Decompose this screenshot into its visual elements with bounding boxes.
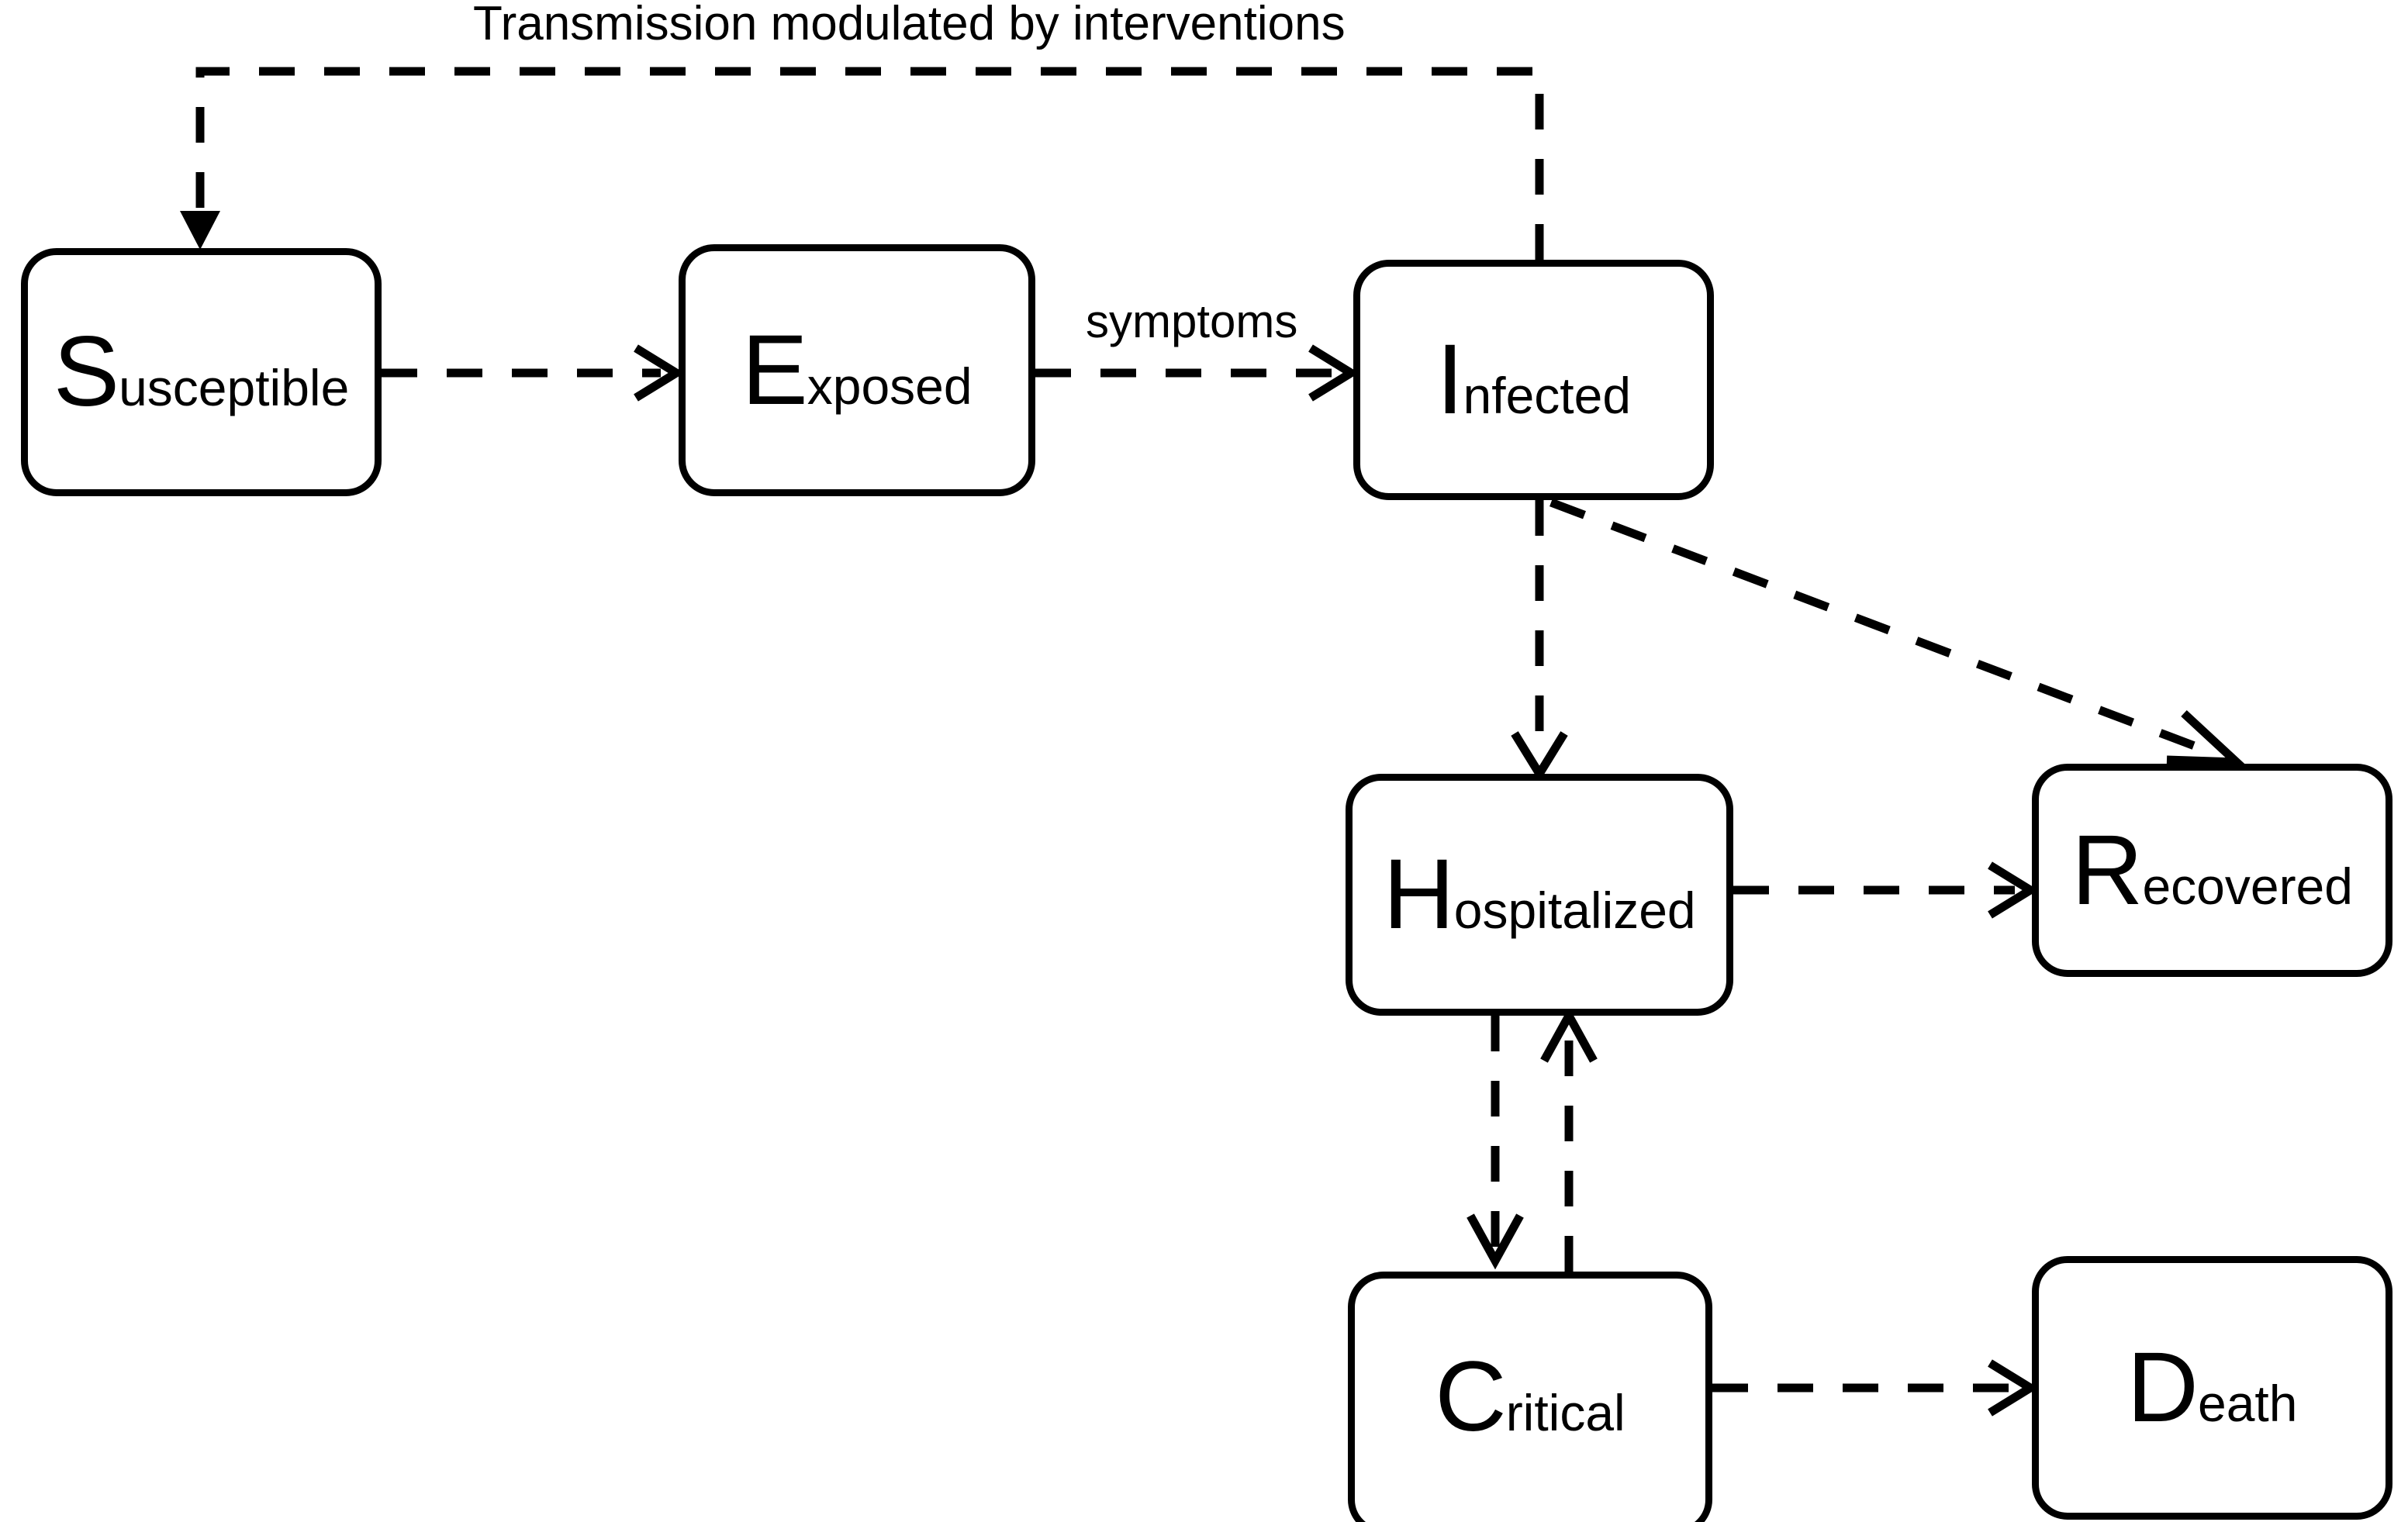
node-hospitalized[interactable]: Hospitalized (1346, 774, 1733, 1016)
edge-e-to-i-arrowhead (1308, 344, 1359, 402)
edge-i-to-r-line (1549, 498, 2223, 761)
edge-s-to-e-arrowhead (634, 344, 685, 402)
node-exposed[interactable]: Exposed (679, 244, 1035, 496)
node-critical-label: Critical (1435, 1348, 1625, 1447)
diagram-title: Transmission modulated by interventions (473, 0, 1346, 50)
node-susceptible-label: Susceptible (54, 323, 350, 422)
node-susceptible[interactable]: Susceptible (21, 248, 382, 496)
edge-c-to-d (1712, 1359, 2039, 1417)
edge-e-to-i (1035, 344, 1359, 402)
node-critical[interactable]: Critical (1348, 1272, 1712, 1522)
node-death-initial: D (2126, 1332, 2199, 1443)
node-infected-rest: nfected (1463, 367, 1632, 424)
node-infected-label: Infected (1436, 330, 1631, 430)
edge-i-to-r-arrowhead (2166, 709, 2248, 767)
node-infected-initial: I (1435, 324, 1464, 435)
node-hospitalized-label: Hospitalized (1383, 845, 1695, 944)
node-critical-rest: ritical (1505, 1384, 1625, 1441)
node-death-label: Death (2127, 1338, 2298, 1437)
node-susceptible-initial: S (53, 316, 119, 427)
node-recovered-initial: R (2071, 814, 2143, 926)
node-exposed-rest: xposed (807, 357, 973, 415)
edge-h-to-r-arrowhead (1988, 861, 2039, 919)
node-recovered-label: Recovered (2071, 820, 2353, 920)
edge-i-to-s-feedback-line (195, 67, 1544, 260)
node-hospitalized-initial: H (1383, 839, 1454, 950)
node-infected[interactable]: Infected (1353, 260, 1714, 500)
edge-i-to-h (1511, 500, 1568, 782)
edge-c-to-h (1540, 1006, 1598, 1272)
edge-h-to-r (1733, 861, 2039, 919)
node-susceptible-rest: usceptible (119, 359, 350, 416)
edge-i-to-s-feedback-arrowhead (180, 211, 220, 250)
edge-i-to-s-feedback (180, 67, 1544, 260)
edge-h-to-c (1467, 1016, 1524, 1270)
node-recovered-rest: ecovered (2142, 857, 2353, 915)
node-recovered[interactable]: Recovered (2032, 764, 2392, 977)
edge-h-to-c-arrowhead (1467, 1213, 1524, 1270)
edge-c-to-d-arrowhead (1988, 1359, 2039, 1417)
node-hospitalized-rest: ospitalized (1453, 882, 1696, 939)
edge-label-symptoms: symptoms (1086, 295, 1298, 347)
edge-c-to-h-arrowhead (1540, 1006, 1598, 1063)
edge-s-to-e (382, 344, 685, 402)
node-death-rest: eath (2197, 1375, 2298, 1432)
node-death[interactable]: Death (2032, 1256, 2392, 1520)
node-critical-initial: C (1435, 1341, 1506, 1452)
edge-i-to-r (1549, 498, 2248, 767)
edge-i-to-h-arrowhead (1511, 731, 1568, 782)
node-exposed-initial: E (741, 314, 807, 426)
node-exposed-label: Exposed (741, 320, 973, 420)
